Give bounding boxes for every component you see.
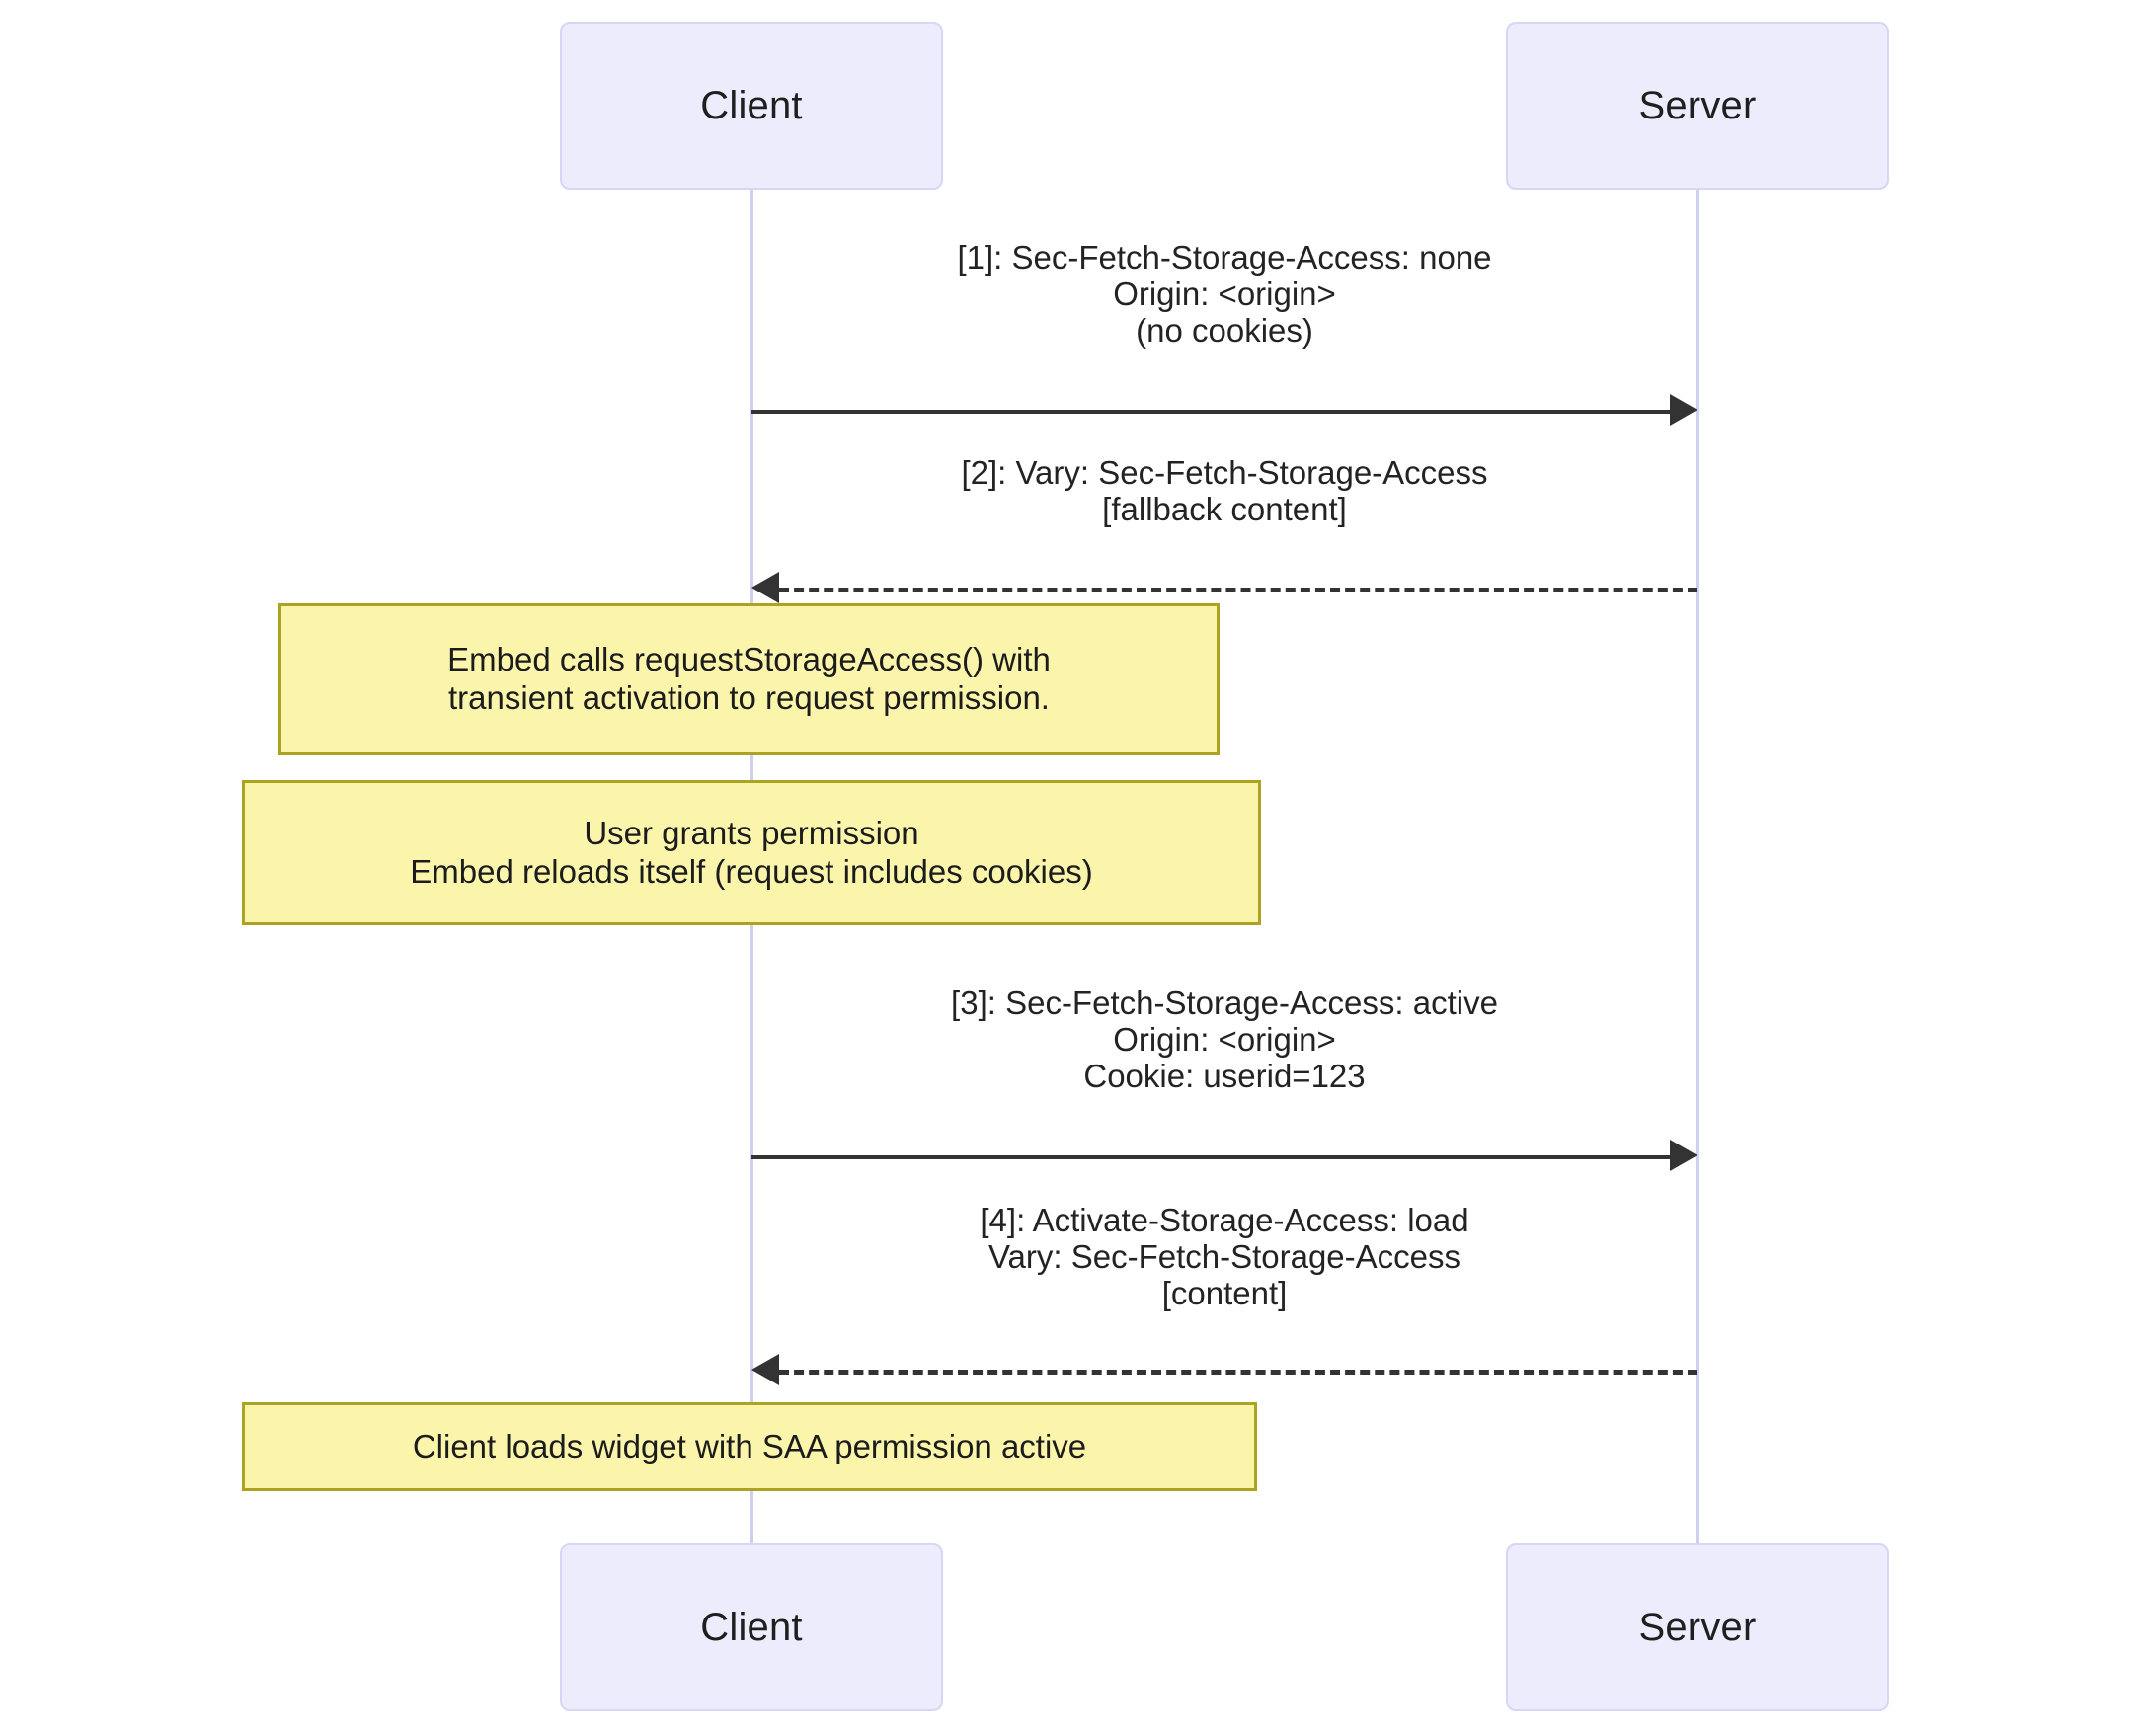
note-request-storage-access: Embed calls requestStorageAccess() with … bbox=[278, 603, 1220, 755]
actor-client-bottom-label: Client bbox=[700, 1605, 803, 1649]
message-1-arrowhead-icon bbox=[1670, 394, 1697, 426]
actor-server-bottom-label: Server bbox=[1638, 1605, 1757, 1649]
message-3-arrowhead-icon bbox=[1670, 1140, 1697, 1171]
lifeline-server bbox=[1696, 190, 1699, 1543]
actor-client-top[interactable]: Client bbox=[560, 22, 943, 190]
actor-server-top[interactable]: Server bbox=[1506, 22, 1889, 190]
message-2-label: [2]: Vary: Sec-Fetch-Storage-Access [fal… bbox=[961, 454, 1488, 527]
message-3-label: [3]: Sec-Fetch-Storage-Access: active Or… bbox=[951, 985, 1498, 1094]
message-4-arrowhead-icon bbox=[751, 1354, 779, 1385]
message-3-line bbox=[751, 1155, 1670, 1159]
actor-client-bottom[interactable]: Client bbox=[560, 1543, 943, 1711]
note-user-grants-permission: User grants permission Embed reloads its… bbox=[242, 780, 1261, 925]
message-2-line bbox=[779, 588, 1697, 592]
message-1-line bbox=[751, 410, 1670, 414]
actor-server-top-label: Server bbox=[1638, 83, 1757, 127]
actor-client-top-label: Client bbox=[700, 83, 803, 127]
actor-server-bottom[interactable]: Server bbox=[1506, 1543, 1889, 1711]
message-4-label: [4]: Activate-Storage-Access: load Vary:… bbox=[980, 1202, 1469, 1311]
message-4-line bbox=[779, 1370, 1697, 1375]
message-1-label: [1]: Sec-Fetch-Storage-Access: none Orig… bbox=[957, 239, 1492, 349]
message-2-arrowhead-icon bbox=[751, 572, 779, 603]
note-client-loads-widget: Client loads widget with SAA permission … bbox=[242, 1402, 1257, 1491]
